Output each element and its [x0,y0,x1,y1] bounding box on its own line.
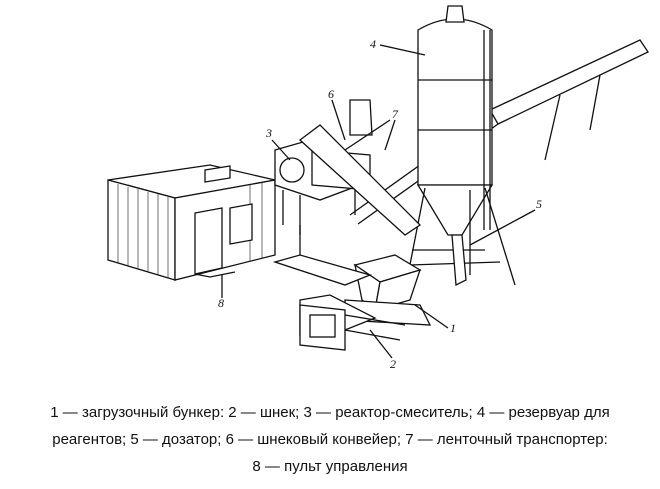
control-cabin [107,164,276,281]
belt-conveyor [349,39,649,225]
label-7: 7 [392,107,399,121]
label-2: 2 [390,357,396,371]
label-6: 6 [328,87,334,101]
label-4: 4 [370,37,376,51]
label-8: 8 [218,296,224,310]
caption-line-3: 8 — пульт управления [252,458,408,475]
label-1: 1 [450,321,456,335]
reagent-silo [404,5,516,291]
screw-conveyor [298,119,422,236]
caption-line-1: 1 — загрузочный бункер: 2 — шнек; 3 — ре… [50,404,610,421]
label-5: 5 [536,197,542,211]
caption-line-2: реагентов; 5 — дозатор; 6 — шнековый кон… [52,431,608,448]
leader-lines [221,44,536,359]
label-3: 3 [265,126,272,140]
screw-auger [299,294,406,351]
equipment-diagram: 1 2 3 4 5 6 7 8 [107,5,649,371]
